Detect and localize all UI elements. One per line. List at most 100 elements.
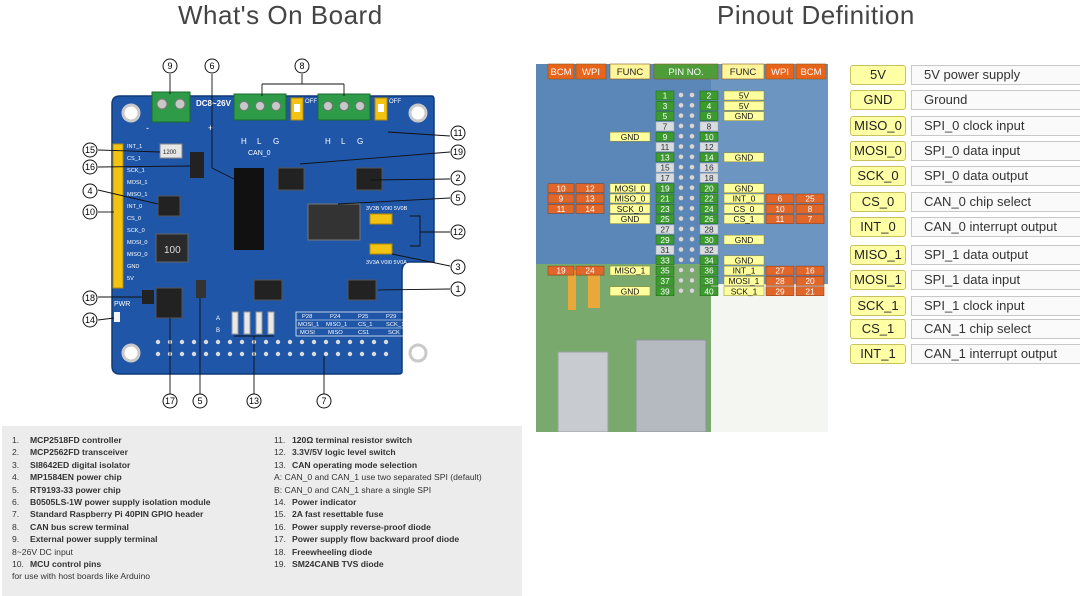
pin-cell-text: 15 [660, 163, 670, 173]
legend-item-number: 13. [274, 459, 286, 470]
pin-cell-text: 21 [660, 194, 670, 204]
callout-6: 6 [209, 61, 214, 71]
legend-item: 18.Freewheeling diode [274, 546, 519, 558]
pinout-header-label: WPI [582, 67, 600, 78]
whats-on-board-title: What's On Board [178, 0, 383, 30]
pin-cell-text: 34 [704, 255, 714, 265]
pin-label: INT_1 [127, 144, 142, 150]
pin-dot [689, 277, 695, 284]
si8642-chip [307, 203, 361, 241]
legend-item-subtext: A: CAN_0 and CAN_1 use two separated SPI… [274, 472, 482, 483]
pin-cell [795, 193, 825, 204]
table-header: P25 [358, 314, 368, 320]
pin-cell [655, 193, 675, 204]
legend-item-text: SM24CANB TVS diode [292, 559, 384, 570]
mcu-pin-header [112, 143, 124, 289]
pin-cell-text: 7 [663, 122, 668, 132]
spi-mapping-table: P28 P24 P25 P29 MOSI_1 MISO_1 CS_1 SCK_1… [295, 311, 415, 337]
legend-item-text: MCP2518FD controller [30, 435, 122, 445]
mode-jumpers [231, 311, 275, 335]
pinout-header-cell [721, 63, 765, 80]
callout-3: 3 [455, 262, 460, 272]
pinout-header-cell [653, 63, 719, 80]
fuse [159, 143, 183, 159]
diode-17 [155, 287, 183, 319]
pinout-header-cell [575, 63, 607, 80]
pin-cell-text: 11 [557, 204, 566, 214]
off-label: OFF [305, 99, 317, 105]
pin-dot [689, 164, 695, 170]
table-cell: CS1 [358, 330, 369, 336]
callout-5: 5 [455, 193, 460, 203]
logic-switch-1 [369, 243, 393, 255]
pin-cell [655, 286, 675, 296]
pin-cell-text: 24 [585, 266, 595, 276]
function-tag: MOSI_0 [850, 141, 906, 161]
legend-item: 7.Standard Raspberry Pi 40PIN GPIO heade… [12, 508, 262, 520]
pi-board-upper [711, 64, 828, 284]
legend-item: 15.2A fast resettable fuse [274, 508, 519, 520]
pin-cell-text: 6 [707, 111, 712, 121]
pin-cell-text: 25 [805, 194, 815, 204]
mcp2562-chip-1 [355, 167, 383, 191]
screw-label-g: G [273, 137, 279, 146]
callout-5: 5 [197, 396, 202, 406]
pin-dot [678, 277, 684, 284]
legend-item-text: SI8642ED digital isolator [30, 459, 131, 470]
mp1584-chip [157, 195, 181, 217]
callout-2: 2 [455, 173, 460, 183]
mode-b-label: B [216, 328, 220, 334]
pin-dot [689, 288, 695, 294]
table-header: P29 [386, 314, 396, 320]
pinout-header-cell [795, 63, 827, 80]
legend-item-number: 17. [274, 534, 286, 545]
callout-14: 14 [85, 315, 95, 325]
legend-item-number: 14. [274, 497, 286, 508]
function-tag: GND [850, 90, 906, 110]
legend-item: 11.120Ω terminal resistor switch [274, 434, 519, 446]
diode-16 [190, 152, 204, 178]
callouts: 9 6 8 11 19 2 5 12 3 1 15 16 4 10 18 14 … [82, 58, 466, 409]
pin-cell [609, 183, 651, 193]
legend-item-number: 18. [274, 546, 286, 557]
pin-cell [723, 276, 765, 286]
pin-dot [678, 236, 684, 242]
pin-cell [655, 265, 675, 276]
pin-cell [723, 111, 765, 121]
pin-cell-text: MOSI_1 [729, 276, 760, 286]
pin-cell [699, 224, 719, 235]
legend-item: 14.Power indicator [274, 496, 519, 508]
pin-cell-text: 28 [704, 225, 714, 235]
pin-dot [689, 257, 695, 263]
pinout-header-label: FUNC [730, 67, 757, 78]
legend-item: 9.External power supply terminal [12, 533, 262, 545]
screw-label-g: G [357, 137, 363, 146]
pin-dot [678, 112, 684, 119]
pin-cell-text: 12 [704, 142, 714, 152]
pin-dot [678, 174, 684, 181]
pin-cell-text: 25 [660, 214, 670, 224]
pin-cell-text: 35 [660, 266, 670, 276]
legend-item-text: Power supply reverse-proof diode [292, 521, 431, 532]
pin-cell [655, 121, 675, 132]
legend-item: 2.MCP2562FD transceiver [12, 446, 262, 458]
pin-cell-text: INT_1 [733, 266, 756, 276]
pin-cell [655, 131, 675, 142]
pin-dot [689, 226, 695, 232]
pin-cell [699, 193, 719, 204]
pin-cell [699, 162, 719, 173]
pinout-header-label: WPI [771, 67, 789, 78]
callout-18: 18 [85, 293, 95, 303]
pin-cell-text: GND [621, 286, 640, 296]
callout-19: 19 [453, 147, 463, 157]
pin-cell-text: 4 [707, 101, 712, 111]
pin-cell [765, 286, 795, 296]
pin-label: CS_1 [127, 156, 141, 162]
legend-item: 10.MCU control pins [12, 558, 262, 570]
pin-cell-text: CS_1 [734, 214, 755, 224]
pin-dot [689, 102, 695, 108]
pin-cell [699, 101, 719, 111]
pin-cell-text: 8 [707, 122, 712, 132]
